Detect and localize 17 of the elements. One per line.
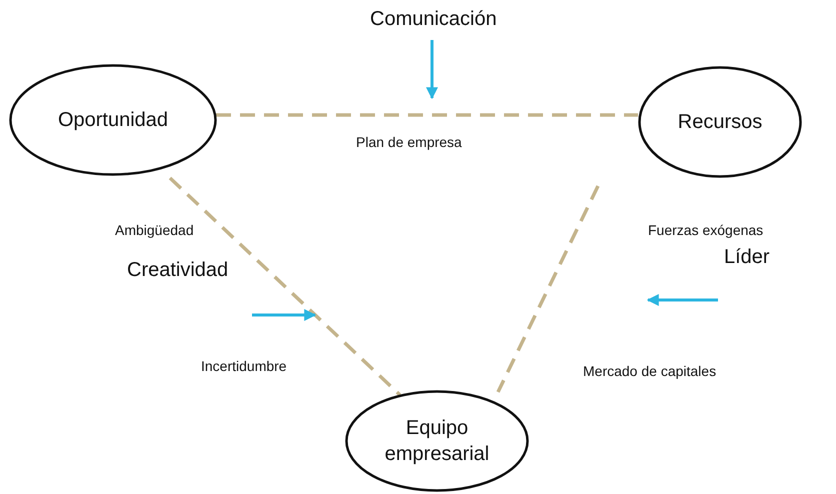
node-label: Oportunidad xyxy=(58,108,168,133)
node-label: Recursos xyxy=(678,110,762,135)
text-label: Comunicación xyxy=(370,8,497,31)
text-label: Mercado de capitales xyxy=(583,363,716,379)
text-label: Líder xyxy=(724,246,770,269)
text-label: Ambigüedad xyxy=(115,222,194,238)
ellipse-node xyxy=(345,390,529,492)
text-label: Plan de empresa xyxy=(356,134,462,150)
dashed-line xyxy=(216,113,638,117)
ellipse-node xyxy=(9,64,217,176)
text-label: Incertidumbre xyxy=(201,358,287,374)
ellipse-node xyxy=(638,66,802,178)
text-label: Fuerzas exógenas xyxy=(648,222,764,238)
dashed-line xyxy=(168,176,402,396)
dashed-line xyxy=(496,185,600,393)
node-label: Equipo empresarial xyxy=(384,416,490,467)
text-label: Creatividad xyxy=(127,259,228,282)
